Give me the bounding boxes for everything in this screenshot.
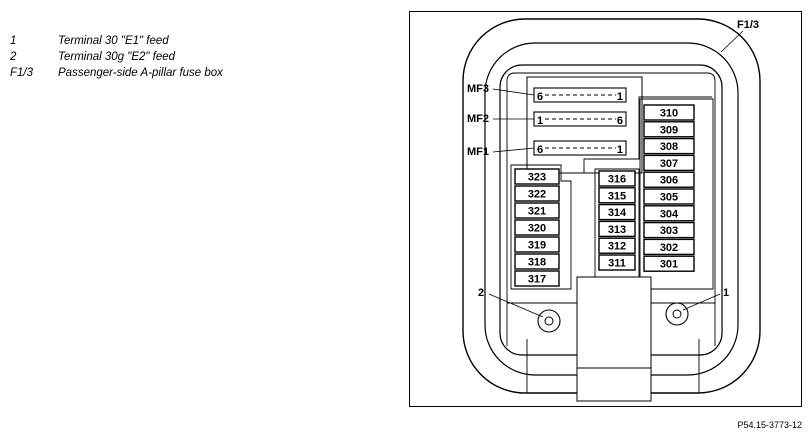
- connector-mf3: 6 1: [533, 87, 627, 103]
- connector-mf2: 1 6: [533, 111, 627, 127]
- reference-code: P54.15-3773-12: [737, 420, 802, 430]
- connector-mf3-right-pin: 1: [617, 91, 623, 103]
- fuse-309: [643, 121, 695, 138]
- connector-mf1-label: MF1: [467, 146, 489, 158]
- fuse-label: 316: [608, 174, 626, 186]
- fuse-301: [643, 255, 695, 272]
- fuse-label: 302: [660, 242, 678, 254]
- connector-mf2-left-pin: 1: [537, 115, 543, 127]
- fuse-label: 303: [660, 225, 678, 237]
- fuse-322: [514, 185, 560, 202]
- fuse-302: [643, 238, 695, 256]
- connector-block: [526, 76, 643, 174]
- fuse-group-outline: [510, 164, 572, 290]
- fuse-306: [643, 171, 695, 188]
- fuse-label: 320: [528, 223, 546, 235]
- fuse-box-label: F1/3: [737, 19, 759, 31]
- connector-mf3-label: MF3: [467, 83, 489, 95]
- fuse-label: 308: [660, 141, 678, 153]
- fuse-314: [598, 203, 636, 221]
- leader-mf3: [492, 88, 535, 96]
- fuse-label: 304: [660, 208, 679, 220]
- terminal-2-label: 2: [478, 287, 484, 299]
- fuse-316: [598, 170, 636, 187]
- fuse-321: [514, 202, 560, 219]
- fuse-319: [514, 236, 560, 253]
- fuse-label: 307: [660, 158, 678, 170]
- fuse-label: 323: [528, 172, 546, 184]
- terminal-2-stud: [537, 309, 561, 333]
- fuse-303: [643, 221, 695, 239]
- legend-key: 2: [10, 51, 17, 63]
- fuse-315: [598, 187, 636, 204]
- fuse-label: 319: [528, 240, 546, 252]
- fuse-320: [514, 219, 560, 236]
- fuse-323: [514, 168, 560, 185]
- terminal-1-label: 1: [723, 287, 729, 299]
- fuse-label: 317: [528, 274, 546, 286]
- fuse-label: 321: [528, 206, 546, 218]
- leader-terminal-2: [488, 293, 544, 318]
- connector-mf3-left-pin: 6: [537, 91, 543, 103]
- fuse-308: [643, 137, 695, 155]
- fuse-310: [643, 104, 695, 121]
- fuse-label: 311: [608, 258, 626, 270]
- fuse-label: 314: [608, 207, 627, 219]
- fuse-group-left: 323 322 321 320 319 318 317: [510, 164, 572, 290]
- fuse-group-middle: 316 315 314 313 312 311: [594, 168, 640, 290]
- fuse-305: [643, 188, 695, 205]
- fuse-label: 318: [528, 257, 546, 269]
- connector-mf2-label: MF2: [467, 113, 489, 125]
- terminal-1-stud: [665, 302, 689, 326]
- fuse-label: 312: [608, 241, 626, 253]
- fuse-307: [643, 154, 695, 172]
- fuse-label: 309: [660, 124, 678, 136]
- legend-text: Terminal 30 "E1" feed: [58, 35, 169, 47]
- legend-text: Passenger-side A-pillar fuse box: [58, 67, 223, 79]
- fuse-box-diagram: 6 1 1 6 6 1 MF3 MF2 MF1 3233223213203193…: [409, 11, 802, 407]
- fuse-label: 310: [660, 108, 678, 120]
- fuse-label: 322: [528, 189, 546, 201]
- fuse-label: 315: [608, 190, 626, 202]
- terminal-1-bolt: [672, 309, 682, 319]
- fuse-label: 301: [660, 259, 678, 271]
- fuse-group-right: 310 309 308 307 306 305 304 303 302 301: [639, 98, 714, 290]
- leader-mf1: [492, 147, 535, 153]
- fuse-313: [598, 220, 636, 238]
- legend-text: Terminal 30g "E2" feed: [58, 51, 176, 63]
- legend-key: 1: [10, 35, 17, 47]
- leader-fuse-box: [720, 30, 744, 53]
- fuse-317: [514, 270, 560, 287]
- fuse-label: 306: [660, 175, 678, 187]
- connector-mf1-left-pin: 6: [537, 144, 543, 156]
- leader-terminal-1: [682, 293, 721, 311]
- connector-mf2-right-pin: 6: [617, 115, 623, 127]
- fuse-304: [643, 205, 695, 222]
- fuse-312: [598, 237, 636, 254]
- fuse-311: [598, 254, 636, 271]
- fuse-panel-inner-line: [506, 72, 716, 346]
- fuse-label: 305: [660, 192, 678, 204]
- panel-step-line: [583, 96, 712, 173]
- center-plug: [576, 276, 652, 402]
- legend-key: F1/3: [10, 67, 34, 79]
- fuse-318: [514, 253, 560, 270]
- connector-mf1: 6 1: [533, 140, 627, 156]
- terminal-2-bolt: [544, 316, 554, 326]
- fuse-label: 313: [608, 224, 626, 236]
- connector-mf1-right-pin: 1: [617, 144, 623, 156]
- fuse-group-outline: [639, 98, 714, 290]
